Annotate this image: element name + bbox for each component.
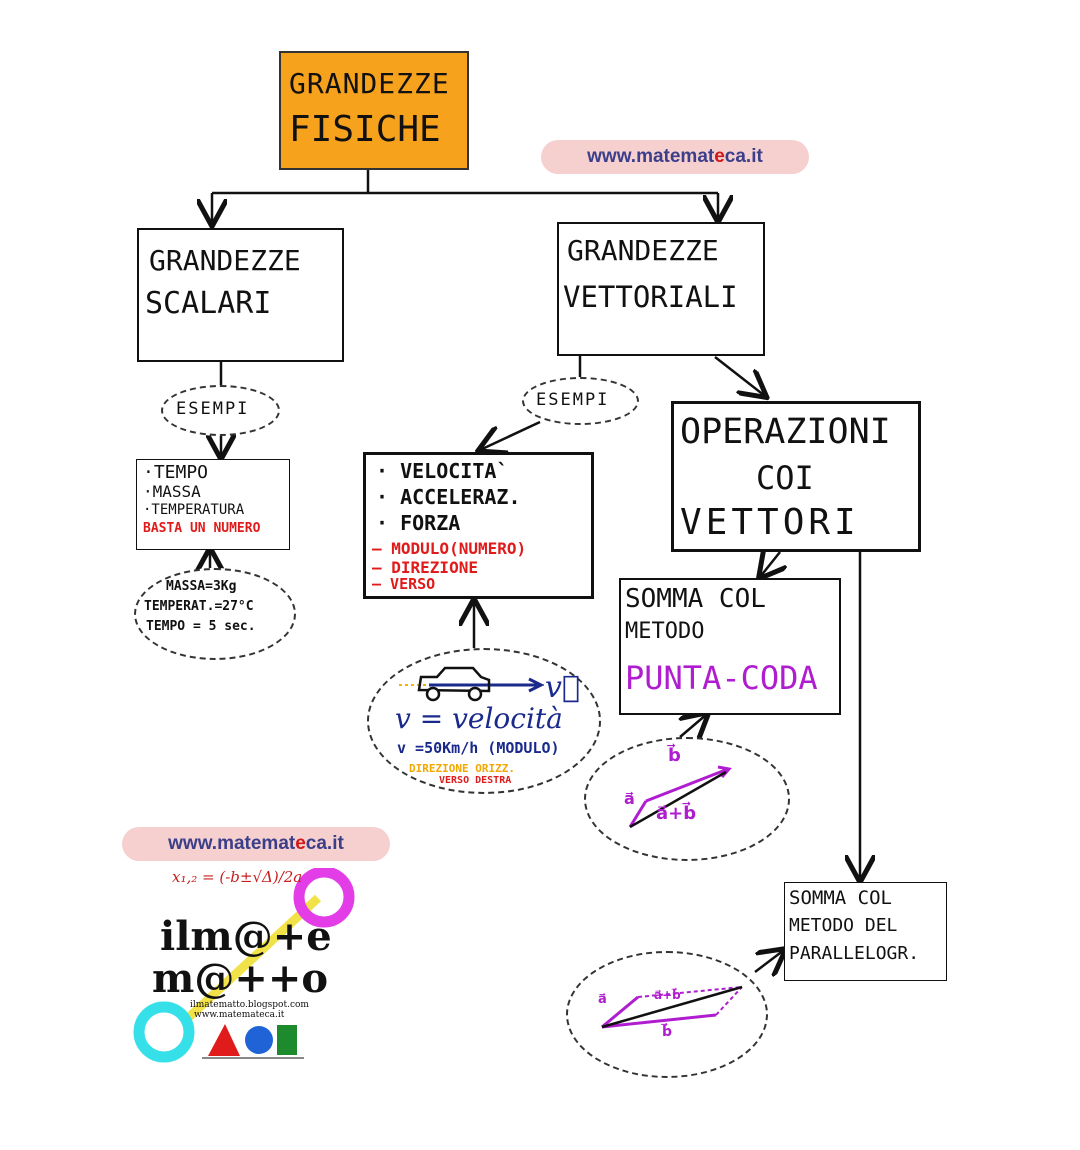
tip-to-tail-node: SOMMA COL METODO PUNTA-CODA [619,578,841,715]
scalar-title-line2: SCALARI [145,286,272,321]
vector-item: · ACCELERAZ. [376,485,521,509]
scalar-item: ·TEMPERATURA [143,502,245,518]
logo-line2: m@++o [152,955,329,1002]
vector-sum-label: a⃗+b⃗ [656,803,697,824]
scalar-examples-box: ·TEMPO ·MASSA ·TEMPERATURA BASTA UN NUME… [136,459,290,550]
tip-to-tail-diagram: b⃗ a⃗ a⃗+b⃗ [584,737,790,861]
vector-property: – VERSO [372,575,436,593]
watermark-top: www.matemateca.it [541,140,809,174]
parallelogram-diagram: a⃗ a⃗+b⃗ b⃗ [566,951,768,1078]
vector-quantities-node: GRANDEZZE VETTORIALI [557,222,765,356]
logo-blog: ilmatematto.blogspot.com [190,1000,309,1010]
vector-examples-box: · VELOCITA` · ACCELERAZ. · FORZA – MODUL… [363,452,594,599]
par-vector-a-label: a⃗ [598,992,607,1007]
scalar-title-line1: GRANDEZZE [149,244,301,277]
vector-property: – DIREZIONE [372,558,478,577]
velocity-sense: VERSO DESTRA [439,775,512,786]
car-icon [399,666,545,702]
scalar-item: ·TEMPO [143,462,209,483]
scalar-examples-bubble: ESEMPI [161,385,280,436]
root-title-line1: GRANDEZZE [289,67,450,100]
scalar-note: BASTA UN NUMERO [143,521,261,536]
logo-line1: ilm@+e [160,913,332,960]
logo-shapes [133,868,355,1063]
vector-property: – MODULO(NUMERO) [372,539,527,558]
vector-examples-bubble: ESEMPI [522,377,639,425]
logo-site: www.matemateca.it [194,1010,285,1020]
root-node: GRANDEZZE FISICHE [279,51,469,170]
vector-item: · VELOCITA` [376,459,509,483]
velocity-example-bubble: v⃗ v = velocità v =50Km/h (MODULO) DIREZ… [367,648,601,794]
operations-title-line3: VETTORI [680,502,860,543]
velocity-direction: DIREZIONE ORIZZ. [409,762,515,775]
scalar-values-bubble: MASSA=3Kg TEMPERAT.=27°C TEMPO = 5 sec. [134,568,296,660]
operations-title-line1: OPERAZIONI [680,412,891,452]
velocity-modulus: v =50Km/h (MODULO) [397,739,560,757]
vector-operations-node: OPERAZIONI COI VETTORI [671,401,921,552]
parallelogram-drawing [601,985,743,1029]
velocity-vector-symbol: v⃗ [545,670,580,705]
vector-item: · FORZA [376,511,461,535]
root-title-line2: FISICHE [289,109,441,150]
vector-b-label: b⃗ [668,745,681,766]
vector-sum-drawing [628,765,732,829]
tip-to-tail-method: PUNTA-CODA [625,659,818,697]
scalar-item: ·MASSA [143,482,201,501]
parallelogram-node: SOMMA COL METODO DEL PARALLELOGR. [784,882,947,981]
par-vector-sum-label: a⃗+b⃗ [654,988,681,1002]
watermark-bottom: www.matemateca.it [122,827,390,861]
operations-title-line2: COI [756,459,814,497]
logo-formula: x₁,₂ = (-b±√Δ)/2a [172,868,303,886]
scalar-quantities-node: GRANDEZZE SCALARI [137,228,344,362]
par-vector-b-label: b⃗ [662,1024,673,1040]
vector-a-label: a⃗ [624,789,635,808]
vector-title-line1: GRANDEZZE [567,234,719,267]
ilmatematto-logo: x₁,₂ = (-b±√Δ)/2a ilm@+e m@++o ilmatemat… [128,868,364,1068]
vector-title-line2: VETTORIALI [563,280,738,314]
velocity-definition: v = velocità [395,702,563,735]
